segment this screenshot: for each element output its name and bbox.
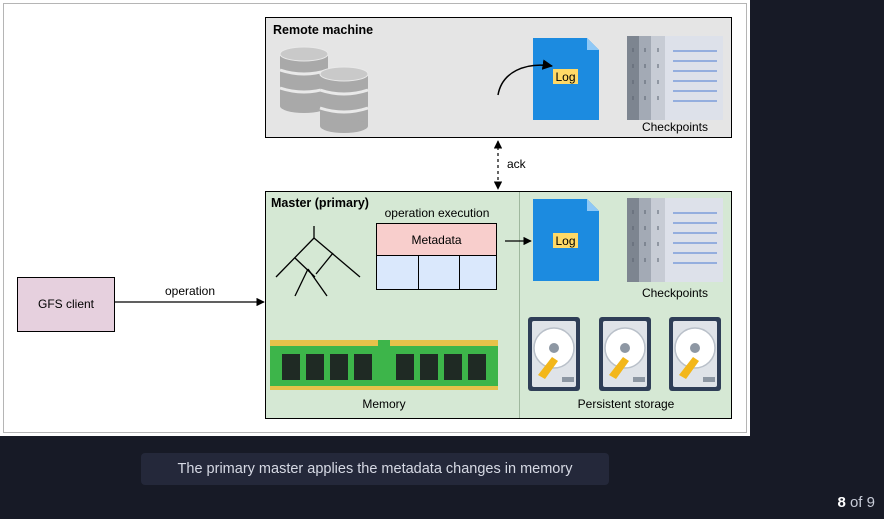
hard-drive-icon	[668, 316, 722, 392]
slide-caption: The primary master applies the metadata …	[141, 453, 609, 485]
memory-ram-icon	[270, 340, 498, 390]
master-checkpoints-label: Checkpoints	[642, 286, 708, 300]
current-slide-number: 8	[837, 494, 846, 511]
operation-label: operation	[165, 284, 215, 298]
remote-checkpoints-icon	[626, 35, 724, 121]
operation-execution-label: operation execution	[385, 206, 490, 220]
master-log-file-icon: Log	[533, 199, 599, 281]
ack-label: ack	[507, 157, 527, 171]
master-checkpoints-icon	[626, 197, 724, 283]
remote-log-label: Log	[555, 70, 575, 84]
diagram-slide: Remote machine Log Checkpoints ack Maste…	[0, 0, 750, 436]
metadata-label: Metadata	[411, 233, 461, 247]
slide-total: of 9	[849, 494, 875, 511]
memory-label: Memory	[362, 397, 405, 411]
hard-drive-icon	[527, 316, 581, 392]
gfs-client-box: GFS client	[17, 277, 115, 332]
remote-checkpoints-label: Checkpoints	[642, 120, 708, 134]
remote-machine-title: Remote machine	[273, 23, 373, 37]
metadata-table: Metadata	[376, 223, 497, 290]
hard-drive-icons	[527, 316, 722, 392]
gfs-client-label: GFS client	[38, 297, 95, 311]
hard-drive-icon	[598, 316, 652, 392]
remote-log-append-arrow	[497, 59, 554, 96]
slide-pager: 8 of 9	[837, 494, 875, 511]
remote-log-file-icon: Log	[533, 38, 599, 120]
master-log-label: Log	[555, 234, 575, 248]
master-primary-title: Master (primary)	[271, 196, 369, 210]
persistent-storage-label: Persistent storage	[578, 397, 675, 411]
tree-structure-icon	[275, 226, 361, 297]
